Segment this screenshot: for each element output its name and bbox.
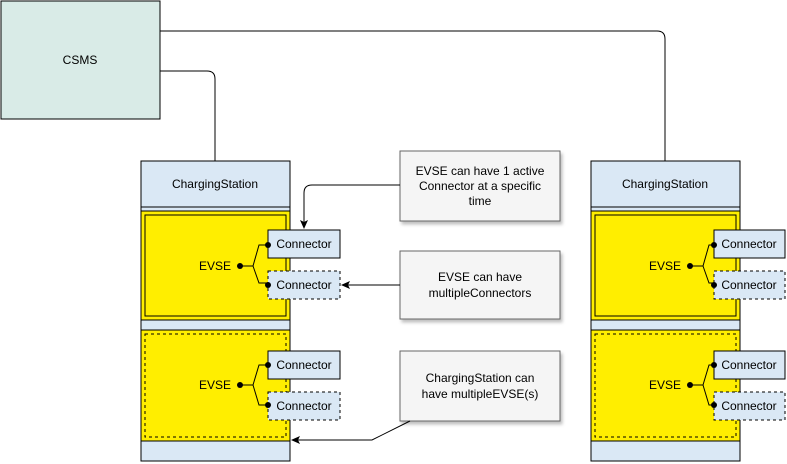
connector-label: Connector — [721, 237, 776, 251]
connector-label: Connector — [276, 358, 331, 372]
connector-label: Connector — [276, 237, 331, 251]
charging-station: ChargingStation EVSE Connector Connector… — [590, 160, 786, 462]
note-multiple-evses: ChargingStation can have multipleEVSE(s) — [399, 350, 561, 422]
station-title: ChargingStation — [622, 177, 708, 191]
evse-box: EVSE Connector Connector — [140, 210, 341, 321]
connector-label: Connector — [276, 278, 331, 292]
csms-to-station2-line — [160, 30, 666, 161]
evse-label: EVSE — [649, 259, 681, 273]
arrow-to-connector — [300, 184, 400, 229]
connector-label: Connector — [721, 278, 776, 292]
connector-box: Connector — [711, 350, 786, 380]
connector-label: Connector — [721, 399, 776, 413]
evse-box-inactive: EVSE Connector Connector — [590, 329, 786, 442]
evse-box-inactive: EVSE Connector Connector — [140, 329, 341, 442]
csms-box: CSMS — [0, 0, 161, 120]
note-line: multipleConnectors — [429, 286, 532, 300]
note-line: Connector at a specific — [419, 179, 541, 193]
note-line: ChargingStation can — [426, 371, 535, 385]
connector-label: Connector — [721, 358, 776, 372]
evse-box: EVSE Connector Connector — [590, 210, 786, 321]
note-line: EVSE can have — [438, 270, 522, 284]
note-active-connector: EVSE can have 1 active Connector at a sp… — [399, 150, 561, 222]
station-title: ChargingStation — [172, 177, 258, 191]
note-line: have multipleEVSE(s) — [422, 387, 539, 401]
note-line: time — [469, 194, 492, 208]
csms-to-station1-line — [160, 70, 216, 161]
evse-label: EVSE — [199, 378, 231, 392]
connector-box-inactive: Connector — [265, 391, 341, 421]
connector-box-inactive: Connector — [711, 391, 786, 421]
note-line: EVSE can have 1 active — [416, 164, 545, 178]
connector-label: Connector — [276, 399, 331, 413]
connector-box-inactive: Connector — [711, 270, 786, 300]
connector-box: Connector — [711, 229, 786, 259]
connector-box: Connector — [265, 350, 341, 380]
charging-station: ChargingStation EVSE Connector Connector — [140, 160, 341, 462]
arrow-to-evse — [291, 420, 411, 444]
connector-box-inactive: Connector — [265, 270, 341, 300]
evse-label: EVSE — [649, 378, 681, 392]
note-multiple-connectors: EVSE can have multipleConnectors — [399, 250, 561, 320]
evse-label: EVSE — [199, 259, 231, 273]
csms-label: CSMS — [63, 53, 98, 67]
connector-box: Connector — [265, 229, 341, 259]
